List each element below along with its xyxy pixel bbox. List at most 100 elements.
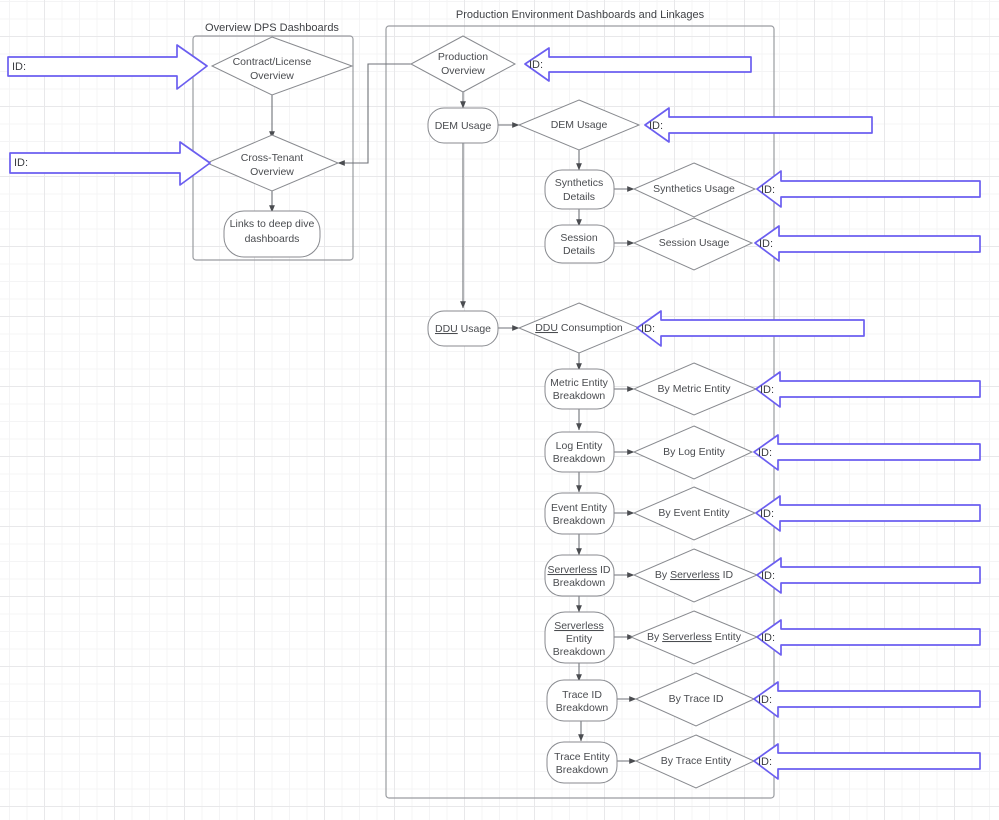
node-label-line2: Details — [563, 191, 595, 203]
node-label-line2: dashboards — [245, 233, 300, 245]
node-label-line2: Overview — [441, 65, 485, 77]
callout-id-label: ID: — [12, 61, 26, 73]
callout-by-serverless-entity[interactable]: ID: — [756, 619, 981, 656]
node-production-overview[interactable]: Production Overview — [409, 35, 517, 93]
node-label-line1: Trace Entity — [554, 751, 610, 763]
node-label-line1: Session — [560, 232, 598, 244]
callout-ddu-consumption[interactable]: ID: — [636, 310, 865, 347]
callout-session-usage[interactable]: ID: — [754, 225, 981, 262]
node-label-line1: By Trace ID — [669, 693, 724, 705]
callout-id-label: ID: — [529, 59, 543, 71]
node-trace-entity-breakdown[interactable]: Trace Entity Breakdown — [546, 741, 618, 784]
node-label-ddu-usage: DDU Usage — [435, 323, 491, 335]
node-cross-tenant-overview[interactable]: Cross-Tenant Overview — [205, 134, 340, 192]
node-label-line1: By Trace Entity — [661, 755, 732, 767]
node-label-line1: Cross-Tenant — [241, 152, 304, 164]
node-label-serverless-id: Serverless ID — [547, 564, 610, 576]
callout-synthetics-usage[interactable]: ID: — [756, 170, 981, 208]
callout-id-label: ID: — [758, 756, 772, 768]
production-group-title: Production Environment Dashboards and Li… — [456, 9, 705, 21]
production-group-box — [385, 25, 775, 799]
callout-id-label: ID: — [760, 508, 774, 520]
callout-id-label: ID: — [761, 184, 775, 196]
callout-cross-tenant[interactable]: ID: — [9, 141, 211, 186]
node-label-line2: Breakdown — [556, 764, 609, 776]
node-by-event-entity[interactable]: By Event Entity — [632, 486, 757, 541]
overview-group-title: Overview DPS Dashboards — [205, 22, 339, 34]
node-ddu-usage[interactable]: DDU Usage — [427, 310, 499, 347]
callout-id-label: ID: — [761, 570, 775, 582]
callout-production-overview[interactable]: ID: — [524, 47, 752, 82]
node-log-entity-breakdown[interactable]: Log Entity Breakdown — [544, 431, 615, 473]
node-label-line1: DEM Usage — [551, 119, 608, 131]
node-event-entity-breakdown[interactable]: Event Entity Breakdown — [544, 492, 615, 535]
node-by-serverless-id[interactable]: By Serverless ID — [632, 548, 759, 603]
node-label-line1: By Event Entity — [658, 507, 730, 519]
callout-id-label: ID: — [761, 632, 775, 644]
connector-production-to-crosstenant — [337, 63, 412, 166]
node-synthetics-usage[interactable]: Synthetics Usage — [632, 162, 757, 218]
callout-id-label: ID: — [641, 323, 655, 335]
node-label-line1: Production — [438, 51, 488, 63]
node-by-trace-entity[interactable]: By Trace Entity — [634, 734, 756, 789]
node-by-trace-id[interactable]: By Trace ID — [634, 672, 756, 727]
node-label-by-serverless-entity: By Serverless Entity — [647, 631, 742, 643]
node-label-line1: Synthetics — [555, 177, 603, 189]
node-by-serverless-entity[interactable]: By Serverless Entity — [629, 610, 759, 665]
node-trace-id-breakdown[interactable]: Trace ID Breakdown — [546, 679, 618, 722]
node-label-ddu-consumption: DDU Consumption — [535, 322, 623, 334]
node-label-line2: Breakdown — [556, 702, 609, 714]
callout-id-label: ID: — [14, 157, 28, 169]
node-label-line2: Breakdown — [553, 453, 606, 465]
callout-by-log-entity[interactable]: ID: — [753, 434, 981, 471]
node-synthetics-details[interactable]: Synthetics Details — [544, 169, 615, 210]
callout-by-metric-entity[interactable]: ID: — [755, 371, 981, 408]
node-label-line1: Links to deep dive — [230, 218, 315, 230]
node-label-line1: Session Usage — [659, 237, 730, 249]
node-label-line1: Trace ID — [562, 689, 602, 701]
node-label-line1: Event Entity — [551, 502, 608, 514]
node-links-to-deep-dive-dashboards[interactable]: Links to deep dive dashboards — [223, 210, 321, 258]
callout-id-label: ID: — [758, 694, 772, 706]
node-label-serverless: Serverless — [554, 620, 604, 632]
callout-id-label: ID: — [760, 384, 774, 396]
callout-id-label: ID: — [758, 447, 772, 459]
callout-id-label: ID: — [649, 120, 663, 132]
node-label-line2: Entity — [566, 633, 593, 645]
node-serverless-id-breakdown[interactable]: Serverless ID Breakdown — [544, 554, 615, 597]
callout-by-trace-entity[interactable]: ID: — [753, 743, 981, 780]
callout-dem-usage[interactable]: ID: — [644, 107, 873, 143]
callout-by-event-entity[interactable]: ID: — [755, 495, 981, 532]
node-dem-usage-diamond[interactable]: DEM Usage — [517, 99, 641, 151]
callout-by-serverless-id[interactable]: ID: — [756, 557, 981, 594]
node-label-line2: Details — [563, 245, 595, 257]
node-by-log-entity[interactable]: By Log Entity — [632, 425, 754, 480]
node-label-line1: Metric Entity — [550, 377, 609, 389]
callout-id-label: ID: — [759, 238, 773, 250]
node-by-metric-entity[interactable]: By Metric Entity — [632, 362, 758, 416]
node-label-line1: DEM Usage — [435, 120, 492, 132]
callout-contract-license[interactable]: ID: — [7, 44, 208, 90]
node-label-line2: Breakdown — [553, 515, 606, 527]
node-dem-usage[interactable]: DEM Usage — [427, 107, 499, 144]
node-label-line1: Synthetics Usage — [653, 183, 735, 195]
node-label-by-serverless-id: By Serverless ID — [655, 569, 734, 581]
node-label-line1: By Metric Entity — [658, 383, 732, 395]
node-label-line1: Log Entity — [556, 440, 603, 452]
node-label-line1: Contract/License — [233, 56, 312, 68]
node-metric-entity-breakdown[interactable]: Metric Entity Breakdown — [544, 368, 615, 410]
node-session-usage[interactable]: Session Usage — [632, 217, 754, 271]
node-label-line1: By Log Entity — [663, 446, 726, 458]
callout-by-trace-id[interactable]: ID: — [753, 681, 981, 718]
node-label-line2: Overview — [250, 70, 294, 82]
node-session-details[interactable]: Session Details — [544, 224, 615, 264]
node-label-line2: Overview — [250, 166, 294, 178]
node-ddu-consumption[interactable]: DDU Consumption — [517, 302, 641, 354]
node-serverless-entity-breakdown[interactable]: Serverless Entity Breakdown — [544, 611, 615, 664]
overview-group-box — [192, 35, 354, 261]
node-contract-license-overview[interactable]: Contract/License Overview — [210, 36, 354, 96]
